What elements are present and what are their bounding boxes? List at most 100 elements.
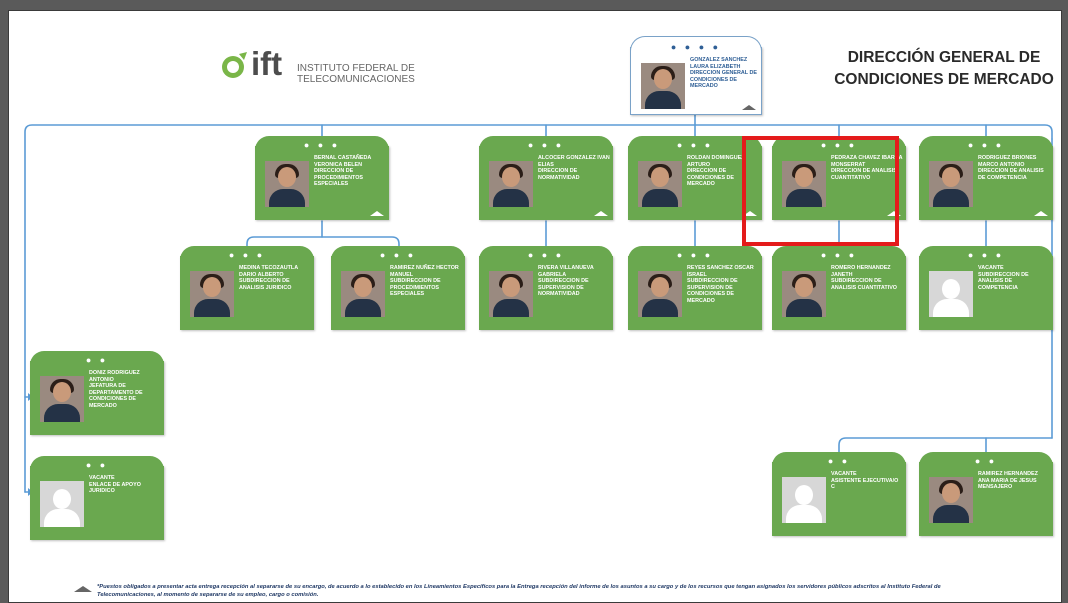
page-title: DIRECCIÓN GENERAL DE CONDICIONES DE MERC… — [829, 47, 1059, 91]
card-dots: ● ● ● — [820, 140, 858, 150]
card-dots: ● ● ● — [379, 250, 417, 260]
position-text: RODRIGUEZ BRIONES MARCO ANTONIO DIRECCIO… — [978, 155, 1050, 181]
card-vacante-asistente: ● ● VACANTE ASISTENTE EJECUTIVA/O C — [772, 452, 906, 536]
signature-icon — [370, 211, 384, 216]
highlight-box — [742, 136, 899, 246]
person-name: RAMIREZ HERNANDEZ ANA MARIA DE JESUS — [978, 471, 1038, 484]
position-text: RAMIREZ NUÑEZ HECTOR MANUEL SUBDIRECCION… — [390, 265, 462, 298]
director-card: ● ● ● ● GONZALEZ SANCHEZ LAURA ELIZABETH… — [630, 36, 762, 115]
person-name: MEDINA TECOZAUTLA DARIO ALBERTO — [239, 265, 298, 278]
card-dots: ● ● ● — [303, 140, 341, 150]
position-role: SUBDIRECCION DE ANALISIS JURIDICO — [239, 278, 292, 291]
position-role: JEFATURA DE DEPARTAMENTO DE CONDICIONES … — [89, 383, 143, 409]
person-photo — [489, 271, 533, 317]
person-name: VACANTE — [89, 475, 115, 481]
person-photo — [40, 376, 84, 422]
card-dots: ● ● ● — [676, 250, 714, 260]
position-role: ENLACE DE APOYO JURIDICO — [89, 481, 141, 495]
person-photo — [638, 161, 682, 207]
person-name: VACANTE — [978, 265, 1004, 271]
footnote: *Puestos obligados a presentar acta entr… — [97, 584, 941, 598]
org-chart-page: ift INSTITUTO FEDERAL DE TELECOMUNICACIO… — [8, 10, 1062, 603]
vacant-photo-icon — [782, 477, 826, 523]
person-photo — [641, 63, 685, 109]
position-text: REYES SANCHEZ OSCAR ISRAEL SUBDIRECCION … — [687, 265, 759, 305]
card-dots: ● ● ● — [967, 140, 1005, 150]
position-role: DIRECCION DE ANALISIS CUANTITATIVO — [831, 168, 897, 181]
signature-icon — [594, 211, 608, 216]
position-role: ASISTENTE EJECUTIVA/O C — [831, 477, 899, 491]
card-medina: ● ● ● MEDINA TECOZAUTLA DARIO ALBERTO SU… — [180, 246, 314, 330]
card-dots: ● ● ● ● — [670, 42, 722, 52]
position-text: ROMERO HERNANDEZ JANETH SUBDIRECCION DE … — [831, 265, 903, 291]
vacant-photo-icon — [40, 481, 84, 527]
card-ramirez-ana: ● ● RAMIREZ HERNANDEZ ANA MARIA DE JESUS… — [919, 452, 1053, 536]
person-photo — [638, 271, 682, 317]
person-photo — [929, 477, 973, 523]
person-name: RODRIGUEZ BRIONES MARCO ANTONIO — [978, 155, 1037, 168]
person-name: VACANTE — [831, 471, 857, 477]
person-name: GONZALEZ SANCHEZ LAURA ELIZABETH — [690, 57, 748, 70]
person-photo — [190, 271, 234, 317]
logo-wordmark: ift — [251, 45, 283, 82]
card-rodriguez: ● ● ● RODRIGUEZ BRIONES MARCO ANTONIO DI… — [919, 136, 1053, 220]
position-role: SUBDIRECCION DE ANALISIS CUANTITATIVO — [831, 278, 897, 291]
person-photo — [782, 161, 826, 207]
position-role: DIRECCION DE ANALISIS DE COMPETENCIA — [978, 168, 1044, 181]
card-dots: ● ● — [85, 355, 109, 365]
person-photo — [341, 271, 385, 317]
position-role: DIRECCION DE CONDICIONES DE MERCADO — [687, 168, 735, 188]
position-text: VACANTE ENLACE DE APOYO JURIDICO — [89, 475, 161, 495]
card-dots: ● ● — [974, 456, 998, 466]
card-dots: ● ● ● — [676, 140, 714, 150]
position-text: PEDRAZA CHAVEZ IBARRA MONSERRAT DIRECCIO… — [831, 155, 903, 181]
signature-icon — [1034, 211, 1048, 216]
person-name: DONIZ RODRIGUEZ ANTONIO — [89, 370, 140, 383]
position-role: DIRECCION DE NORMATIVIDAD — [538, 168, 580, 181]
position-role: SUBDIRECCION DE ANALISIS DE COMPETENCIA — [978, 271, 1029, 291]
card-dots: ● ● ● — [228, 250, 266, 260]
person-name: RIVERA VILLANUEVA GABRIELA — [538, 265, 594, 278]
signature-icon — [742, 105, 756, 110]
card-rivera: ● ● ● RIVERA VILLANUEVA GABRIELA SUBDIRE… — [479, 246, 613, 330]
card-romero: ● ● ● ROMERO HERNANDEZ JANETH SUBDIRECCI… — [772, 246, 906, 330]
position-role: SUBDIRECCION DE SUPERVISION DE NORMATIVI… — [538, 278, 589, 298]
person-photo — [489, 161, 533, 207]
position-text: GONZALEZ SANCHEZ LAURA ELIZABETH DIRECCI… — [690, 57, 762, 90]
position-text: ALCOCER GONZALEZ IVAN ELIAS DIRECCION DE… — [538, 155, 610, 181]
title-line-2: CONDICIONES DE MERCADO — [834, 71, 1054, 88]
position-text: MEDINA TECOZAUTLA DARIO ALBERTO SUBDIREC… — [239, 265, 311, 291]
card-alcocer: ● ● ● ALCOCER GONZALEZ IVAN ELIAS DIRECC… — [479, 136, 613, 220]
card-vacante-competencia: ● ● ● VACANTE SUBDIRECCION DE ANALISIS D… — [919, 246, 1053, 330]
card-vacante-enlace: ● ● VACANTE ENLACE DE APOYO JURIDICO — [30, 456, 164, 540]
card-dots: ● ● — [85, 460, 109, 470]
card-dots: ● ● ● — [527, 250, 565, 260]
card-dots: ● ● ● — [527, 140, 565, 150]
person-photo — [929, 161, 973, 207]
position-role: MENSAJERO — [978, 484, 1013, 491]
position-text: VACANTE SUBDIRECCION DE ANALISIS DE COMP… — [978, 265, 1050, 291]
position-role: SUBDIRECCION DE SUPERVISION DE CONDICION… — [687, 278, 738, 304]
person-photo — [265, 161, 309, 207]
position-text: VACANTE ASISTENTE EJECUTIVA/O C — [831, 471, 903, 491]
card-roldan: ● ● ● ROLDAN DOMINGUEZ ARTURO DIRECCION … — [628, 136, 762, 220]
person-name: ALCOCER GONZALEZ IVAN ELIAS — [538, 155, 610, 168]
person-photo — [782, 271, 826, 317]
title-line-1: DIRECCIÓN GENERAL DE — [847, 49, 1041, 66]
person-name: ROMERO HERNANDEZ JANETH — [831, 265, 891, 278]
person-name: REYES SANCHEZ OSCAR ISRAEL — [687, 265, 754, 278]
ift-logo-icon — [222, 52, 247, 78]
person-name: RAMIREZ NUÑEZ HECTOR MANUEL — [390, 265, 459, 278]
signature-icon — [743, 211, 757, 216]
card-ramirez-hector: ● ● ● RAMIREZ NUÑEZ HECTOR MANUEL SUBDIR… — [331, 246, 465, 330]
position-role: DIRECCION GENERAL DE CONDICIONES DE MERC… — [690, 70, 757, 90]
card-reyes: ● ● ● REYES SANCHEZ OSCAR ISRAEL SUBDIRE… — [628, 246, 762, 330]
card-bernal: ● ● ● BERNAL CASTAÑEDA VERONICA BELEN DI… — [255, 136, 389, 220]
position-text: ROLDAN DOMINGUEZ ARTURO DIRECCION DE CON… — [687, 155, 759, 188]
person-name: ROLDAN DOMINGUEZ ARTURO — [687, 155, 745, 168]
person-name: BERNAL CASTAÑEDA VERONICA BELEN — [314, 155, 372, 168]
vacant-photo-icon — [929, 271, 973, 317]
position-text: BERNAL CASTAÑEDA VERONICA BELEN DIRECCIO… — [314, 155, 386, 188]
position-text: RAMIREZ HERNANDEZ ANA MARIA DE JESUS MEN… — [978, 471, 1050, 491]
position-text: RIVERA VILLANUEVA GABRIELA SUBDIRECCION … — [538, 265, 610, 298]
